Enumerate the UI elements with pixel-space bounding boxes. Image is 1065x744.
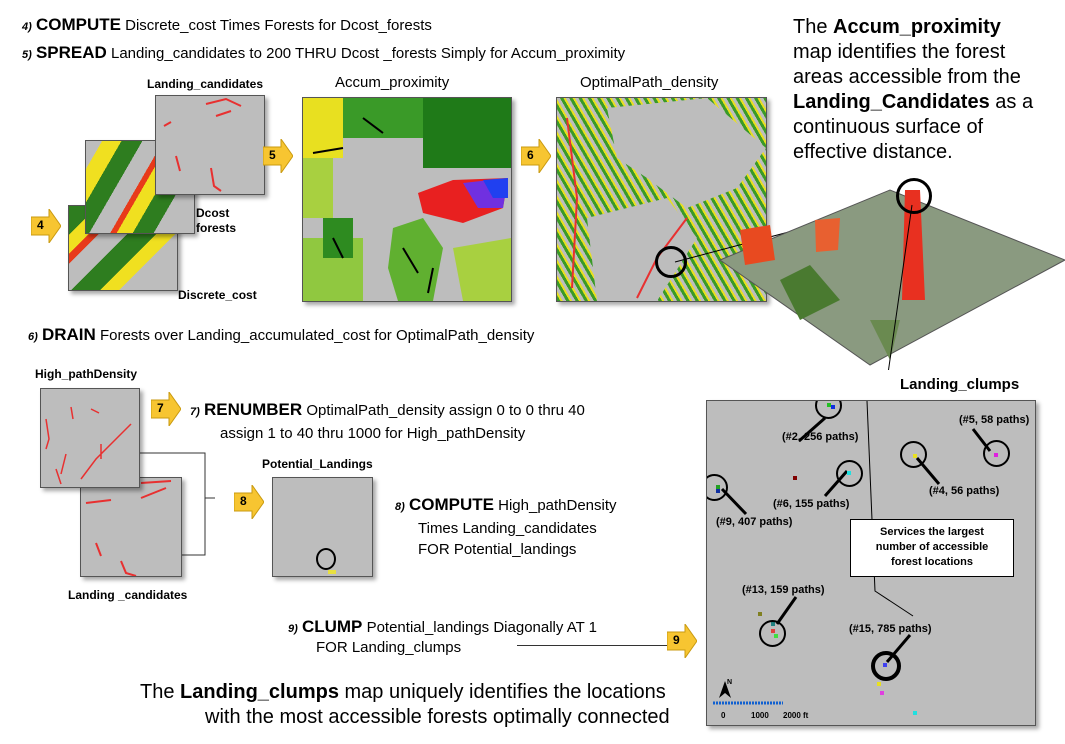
step-number: 6) — [28, 331, 38, 343]
step-arrow-7: 7 — [150, 390, 182, 428]
landing-candidates-map-2 — [80, 477, 182, 577]
potential-landings-map — [272, 477, 373, 577]
map-label: Discrete_cost — [178, 288, 257, 302]
map-label: Dcost — [196, 206, 230, 220]
step-4: 4) COMPUTE Discrete_cost Times Forests f… — [22, 15, 432, 35]
accum-proximity-map — [302, 97, 512, 302]
step-8: 8) COMPUTE High_pathDensity — [395, 495, 617, 515]
map-label: forests — [196, 221, 237, 235]
clump-label: (#2, 256 paths) — [782, 431, 859, 443]
step-keyword: COMPUTE — [408, 495, 494, 514]
step-keyword: RENUMBER — [203, 400, 303, 419]
map-label: Landing_candidates — [147, 77, 264, 91]
step-6: 6) DRAIN Forests over Landing_accumulate… — [28, 325, 534, 345]
step-keyword: CLUMP — [301, 617, 363, 636]
step-keyword: DRAIN — [41, 325, 96, 344]
step-arrow-6: 6 — [520, 137, 552, 175]
step-arrow-5: 5 — [262, 137, 294, 175]
step-arrow-4: 4 — [30, 207, 62, 245]
3d-surface-plot — [674, 189, 1065, 370]
scale-label: 2000 ft — [783, 711, 809, 720]
clump-label: (#5, 58 paths) — [959, 414, 1030, 426]
step-8-line3: FOR Potential_landings — [418, 541, 577, 558]
connector-line — [517, 645, 667, 646]
step-text: Forests over Landing_accumulated_cost fo… — [99, 327, 535, 344]
step-text: Potential_landings Diagonally AT 1 — [366, 619, 598, 636]
step-text: Discrete_cost Times Forests for Dcost_fo… — [125, 17, 432, 34]
step-number: 4) — [22, 21, 32, 33]
landing-candidates-map — [155, 95, 265, 195]
map-label: Landing _candidates — [68, 588, 188, 602]
landing-clumps-map: (#2, 256 paths) (#5, 58 paths) (#4, 56 p… — [706, 400, 1036, 726]
clump-label: (#6, 155 paths) — [773, 498, 850, 510]
step-7-line2: assign 1 to 40 thru 1000 for High_pathDe… — [220, 425, 526, 442]
clump-label: (#4, 56 paths) — [929, 485, 1000, 497]
step-number: 9) — [288, 623, 298, 635]
highlight-circle — [707, 474, 728, 501]
clumps-description-line1: The Landing_clumps map uniquely identifi… — [140, 681, 666, 703]
map-label: OptimalPath_density — [580, 74, 719, 91]
clump-label: (#9, 407 paths) — [716, 516, 793, 528]
accum-description: The Accum_proximity map identifies the f… — [793, 16, 1034, 163]
map-label: High_pathDensity — [35, 367, 138, 381]
north-arrow-icon: N — [727, 679, 733, 686]
step-number: 5) — [22, 49, 32, 61]
step-number: 7) — [190, 406, 200, 418]
step-arrow-8: 8 — [233, 483, 265, 521]
step-number: 8) — [395, 501, 405, 513]
callout-box: Services the largest number of accessibl… — [850, 519, 1014, 577]
step-7: 7) RENUMBER OptimalPath_density assign 0… — [190, 400, 585, 420]
step-text: High_pathDensity — [498, 497, 617, 514]
clump-label: (#15, 785 paths) — [849, 623, 932, 635]
high-path-density-map — [40, 388, 140, 488]
map-label: Landing_clumps — [900, 376, 1020, 393]
step-text: Landing_candidates to 200 THRU Dcost _fo… — [110, 45, 626, 62]
highlight-circle — [983, 440, 1010, 467]
scale-label: 1000 — [751, 711, 769, 720]
step-9: 9) CLUMP Potential_landings Diagonally A… — [288, 617, 597, 637]
map-label: Potential_Landings — [262, 457, 373, 471]
highlight-circle — [759, 620, 786, 647]
step-arrow-9: 9 — [666, 622, 698, 660]
step-keyword: COMPUTE — [35, 15, 121, 34]
scale-label: 0 — [721, 711, 726, 720]
step-8-line2: Times Landing_candidates — [418, 520, 597, 537]
step-5: 5) SPREAD Landing_candidates to 200 THRU… — [22, 43, 625, 63]
step-text: OptimalPath_density assign 0 to 0 thru 4… — [306, 402, 585, 419]
highlight-circle — [815, 401, 842, 419]
clump-label: (#13, 159 paths) — [742, 584, 825, 596]
highlight-circle — [896, 178, 932, 214]
map-label: Accum_proximity — [335, 74, 450, 91]
highlight-circle — [900, 441, 927, 468]
highlight-circle — [871, 651, 901, 681]
step-9-line2: FOR Landing_clumps — [316, 639, 462, 656]
highlight-circle — [316, 548, 336, 570]
clumps-description-line2: with the most accessible forests optimal… — [205, 706, 670, 728]
highlight-circle — [655, 246, 687, 278]
highlight-circle — [836, 460, 863, 487]
step-keyword: SPREAD — [35, 43, 107, 62]
